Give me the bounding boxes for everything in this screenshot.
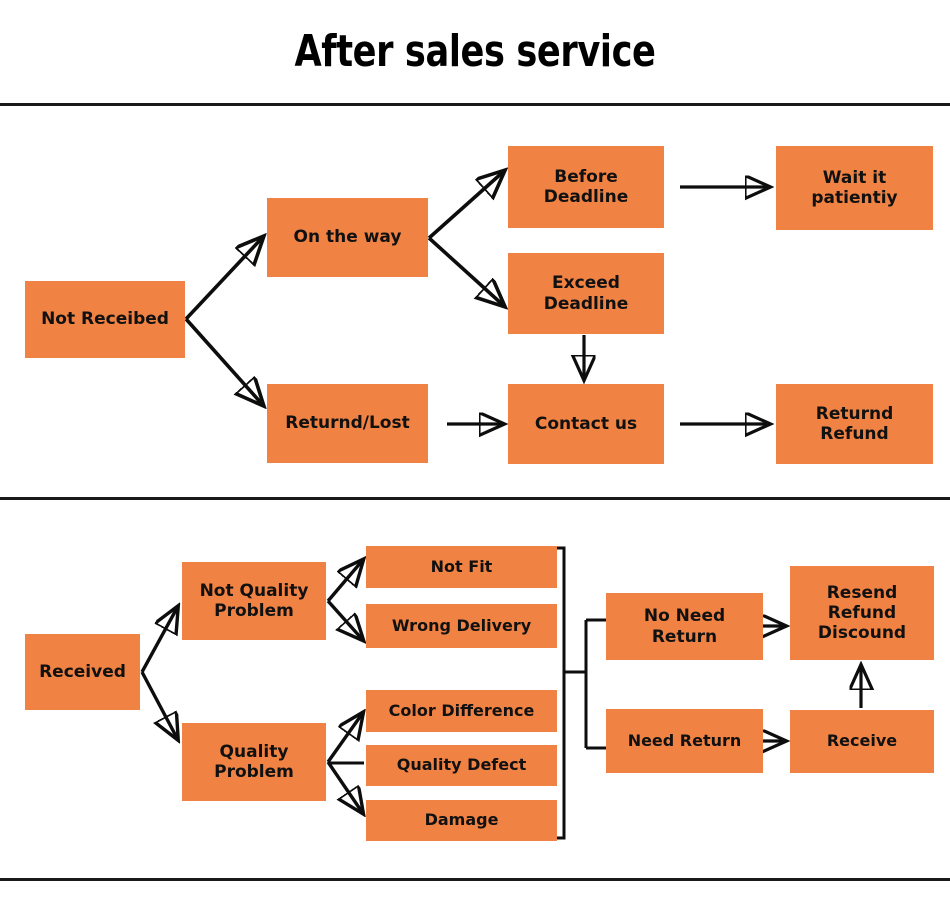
node-not-receibed[interactable]: Not Receibed [25, 281, 185, 358]
edge-notreceived-returndlost [184, 317, 262, 404]
edge-qualityproblem-colordifference [326, 714, 362, 763]
node-returnd-refund[interactable]: Returnd Refund [776, 384, 933, 464]
edge-notreceived-ontheway [184, 238, 262, 321]
node-color-difference[interactable]: Color Difference [366, 690, 557, 732]
node-before-deadline[interactable]: Before Deadline [508, 146, 664, 228]
edge-ontheway-exceeddeadline [427, 236, 503, 305]
edge-notqualityproblem-wrongdelivery [326, 599, 362, 639]
node-on-the-way[interactable]: On the way [267, 198, 428, 277]
node-contact-us[interactable]: Contact us [508, 384, 664, 464]
node-receive[interactable]: Receive [790, 710, 934, 773]
bracket-issues [556, 546, 566, 840]
edge-qualityproblem-damage [326, 761, 362, 812]
divider-top [0, 103, 950, 106]
edge-received-qualityproblem [140, 671, 177, 738]
node-exceed-deadline[interactable]: Exceed Deadline [508, 253, 664, 334]
edge-notqualityproblem-notfit [326, 561, 362, 603]
divider-bottom [0, 878, 950, 881]
node-need-return[interactable]: Need Return [606, 709, 763, 773]
node-quality-problem[interactable]: Quality Problem [182, 723, 326, 801]
node-returnd-lost[interactable]: Returnd/Lost [267, 384, 428, 463]
node-wait-it-patiently[interactable]: Wait it patientiy [776, 146, 933, 230]
node-not-quality-problem[interactable]: Not Quality Problem [182, 562, 326, 640]
node-quality-defect[interactable]: Quality Defect [366, 745, 557, 786]
node-received[interactable]: Received [25, 634, 140, 710]
node-wrong-delivery[interactable]: Wrong Delivery [366, 604, 557, 648]
edge-received-notqualityproblem [140, 608, 177, 673]
node-damage[interactable]: Damage [366, 800, 557, 841]
page-title: After sales service [294, 26, 656, 77]
divider-middle [0, 497, 950, 500]
edge-ontheway-beforedeadline [427, 172, 503, 240]
node-resend-refund-discound[interactable]: Resend Refund Discound [790, 566, 934, 660]
node-not-fit[interactable]: Not Fit [366, 546, 557, 588]
node-no-need-return[interactable]: No Need Return [606, 593, 763, 660]
